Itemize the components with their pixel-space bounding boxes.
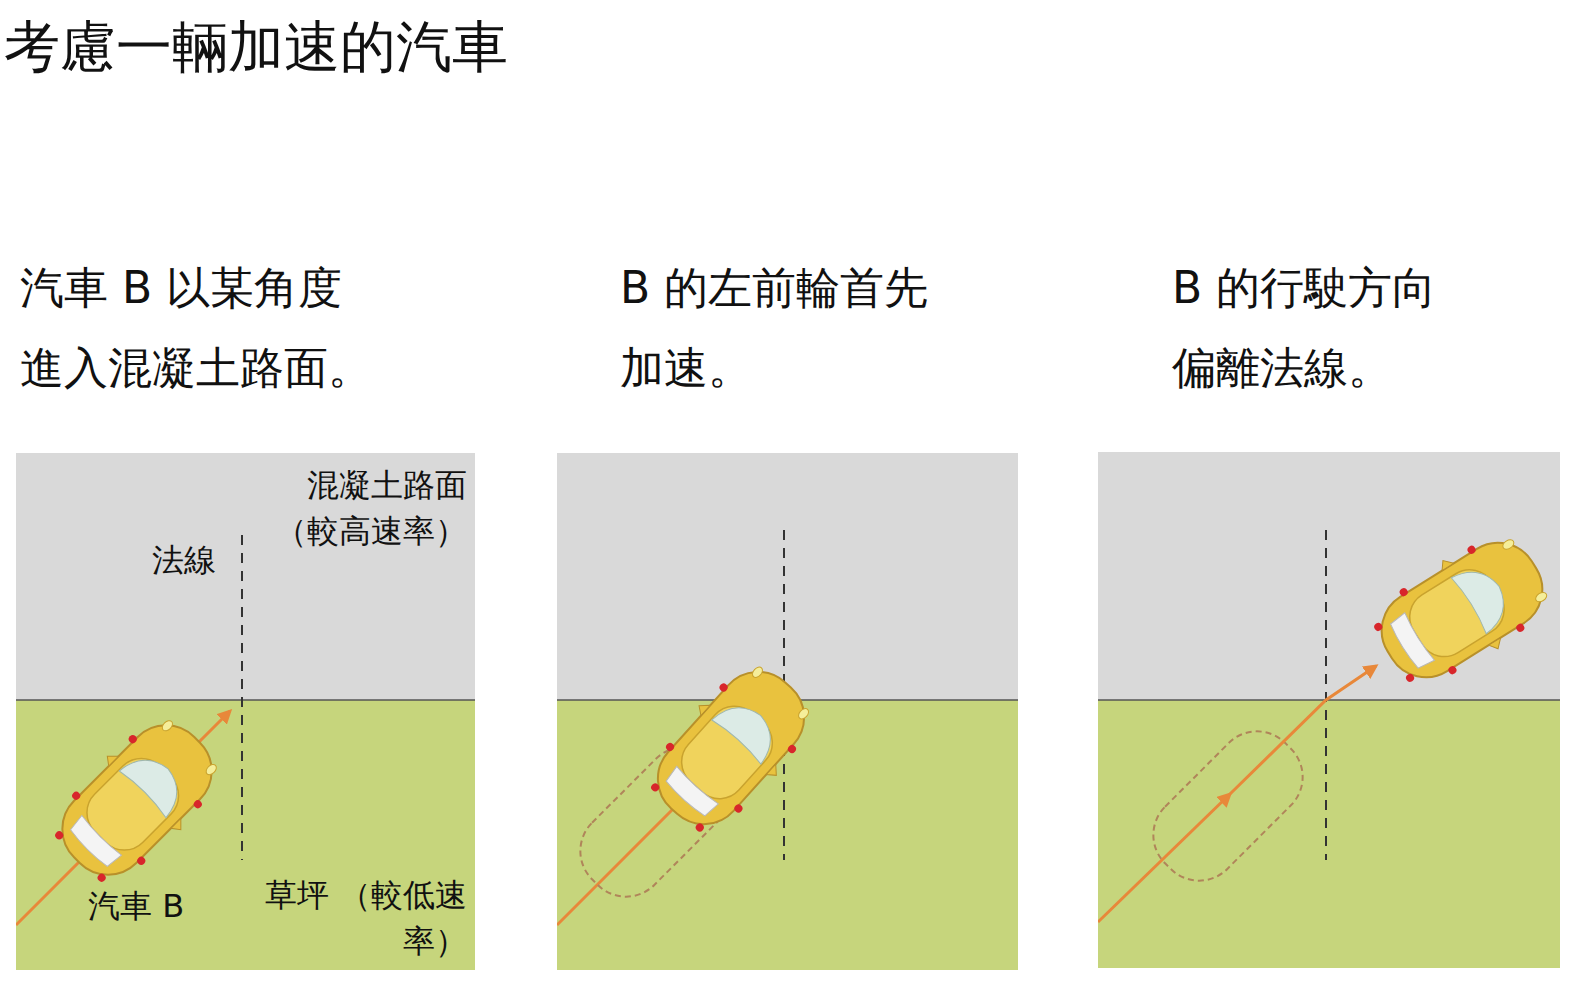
surface-label: 混凝土路面 （較高速率） bbox=[252, 462, 467, 554]
panel-caption: B 的左前輪首先加速。 bbox=[620, 248, 940, 408]
panel bbox=[1098, 452, 1560, 968]
panel bbox=[557, 453, 1018, 970]
panel bbox=[16, 453, 475, 970]
surface-label: 草坪 （較低速率） bbox=[252, 872, 467, 964]
car-label: 汽車 B bbox=[88, 886, 184, 926]
panel-caption: B 的行駛方向偏離法線。 bbox=[1172, 248, 1462, 408]
normal-label: 法線 bbox=[152, 540, 216, 580]
diagram-title: 考慮一輛加速的汽車 bbox=[4, 12, 508, 82]
panel-caption: 汽車 B 以某角度進入混凝土路面。 bbox=[20, 248, 380, 408]
